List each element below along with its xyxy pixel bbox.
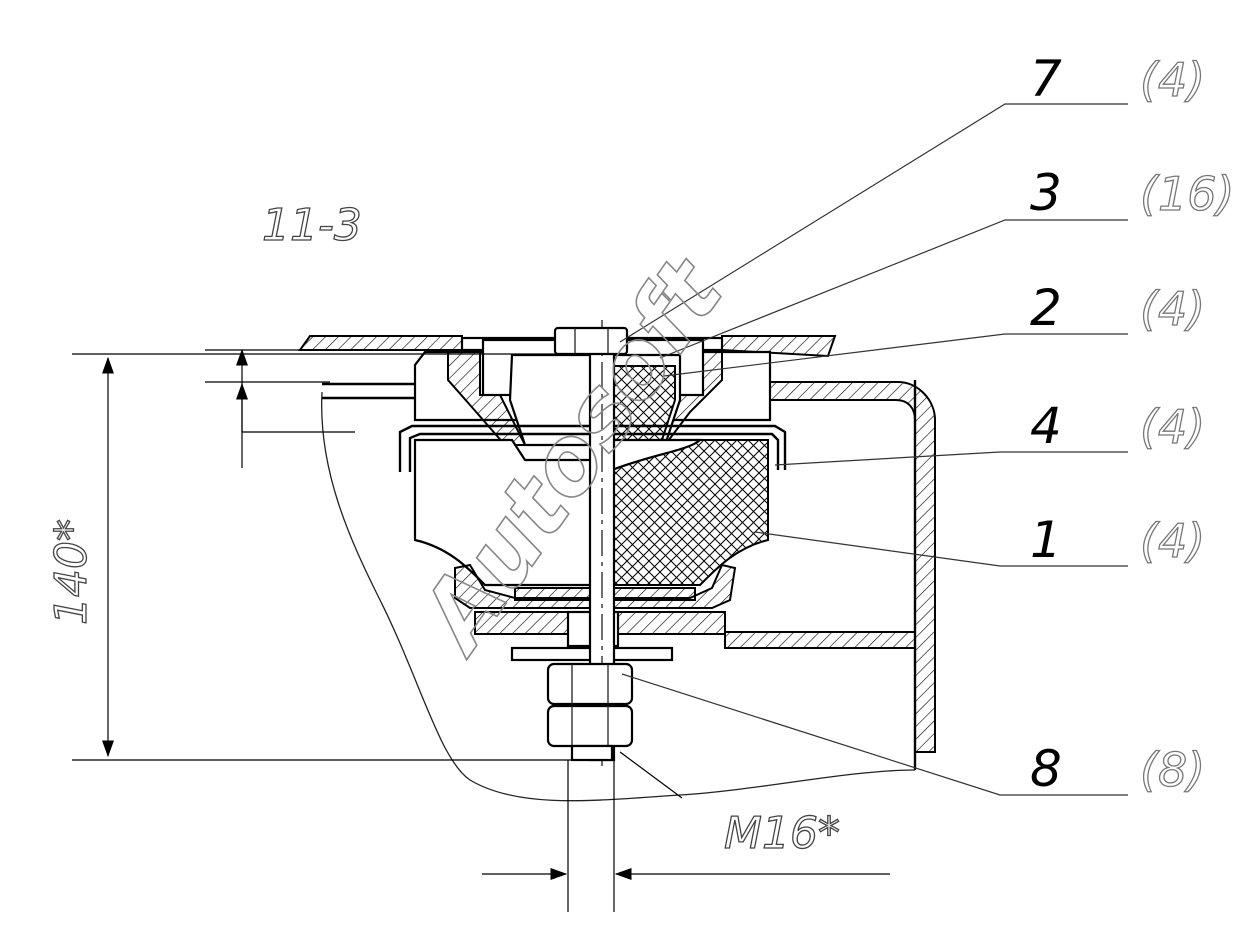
break-outline bbox=[321, 391, 916, 802]
dim-gap bbox=[205, 348, 462, 468]
callout-item: 8 bbox=[1030, 740, 1062, 798]
dim-thread-label: M16* bbox=[724, 808, 840, 859]
callout-qty: (4) bbox=[1140, 282, 1205, 336]
callout-qty: (4) bbox=[1140, 514, 1205, 568]
dim-thread bbox=[482, 751, 890, 912]
nut-pair bbox=[546, 662, 634, 762]
callout-7: 7 (4) bbox=[1030, 50, 1206, 108]
callout-1: 1 (4) bbox=[1030, 511, 1206, 569]
callout-item: 3 bbox=[1030, 164, 1062, 222]
callout-3: 3 (16) bbox=[1030, 164, 1235, 222]
dim-height-label: 140* bbox=[46, 519, 97, 625]
callout-item: 2 bbox=[1030, 279, 1062, 337]
callout-2: 2 (4) bbox=[1030, 279, 1206, 337]
callout-qty: (8) bbox=[1140, 743, 1205, 797]
side-bracket bbox=[322, 380, 936, 770]
callout-item: 7 bbox=[1030, 50, 1062, 108]
leader-lines bbox=[619, 103, 1128, 796]
callout-qty: (4) bbox=[1140, 400, 1205, 454]
callout-item: 4 bbox=[1030, 397, 1062, 455]
lower-plate bbox=[474, 610, 916, 649]
rubber-body bbox=[413, 438, 769, 587]
dim-gap-label: 11-3 bbox=[262, 200, 362, 251]
dim-height bbox=[72, 353, 590, 761]
callout-4: 4 (4) bbox=[1030, 397, 1206, 455]
callout-qty: (16) bbox=[1140, 167, 1234, 221]
callout-item: 1 bbox=[1030, 511, 1062, 569]
callout-qty: (4) bbox=[1140, 53, 1205, 107]
callout-8: 8 (8) bbox=[1030, 740, 1206, 798]
